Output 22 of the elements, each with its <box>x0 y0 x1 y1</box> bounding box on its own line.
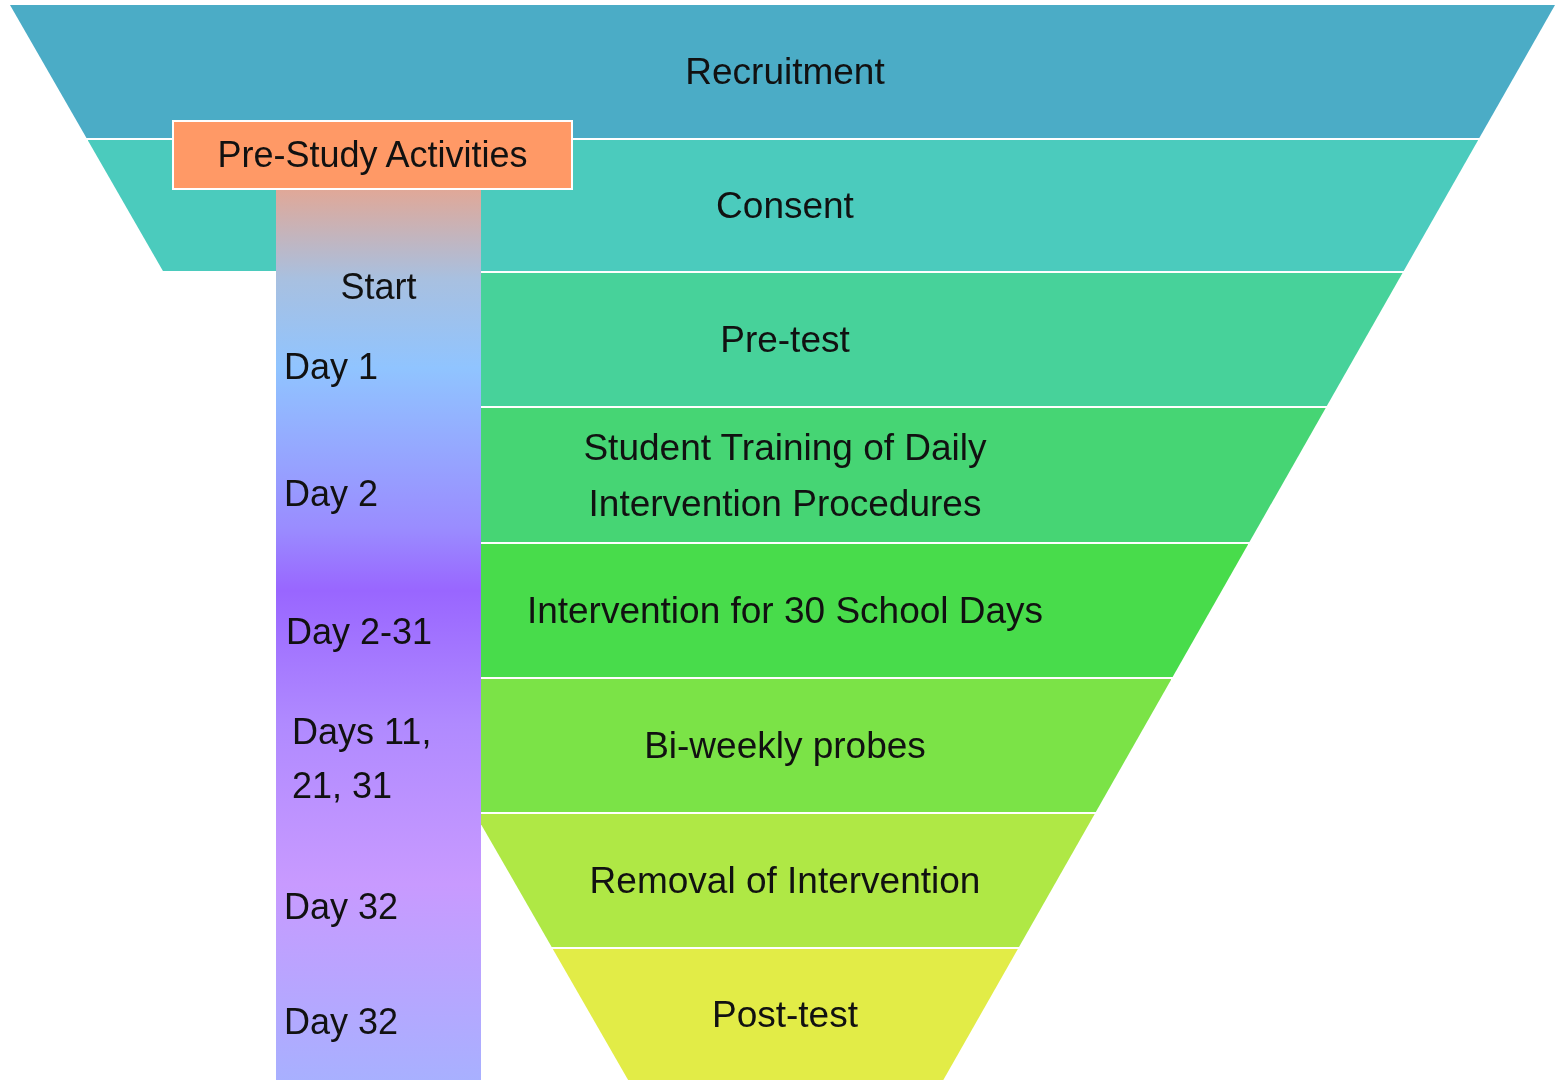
funnel-band <box>481 273 1403 406</box>
day-label: Start <box>339 265 418 309</box>
day-label: Days 11, 21, 31 <box>292 710 433 808</box>
day-label: Day 32 <box>284 885 399 929</box>
header-box: Pre-Study Activities <box>172 120 573 190</box>
stage-label: Student Training of Daily Intervention Procedures <box>582 425 988 525</box>
funnel-band <box>481 814 1095 947</box>
day-label: Day 32 <box>284 1000 399 1044</box>
stage-label: Intervention for 30 School Days <box>525 588 1045 633</box>
stage-label: Post-test <box>711 992 859 1037</box>
funnel-band <box>481 679 1172 812</box>
timeline-bar <box>276 190 481 1080</box>
stage-label: Consent <box>715 183 855 228</box>
funnel-band <box>481 544 1249 677</box>
stage-label: Recruitment <box>684 49 886 94</box>
day-label: Day 2-31 <box>286 610 433 654</box>
stage-label: Removal of Intervention <box>588 858 982 903</box>
day-label: Day 1 <box>284 345 379 389</box>
stage-label: Pre-test <box>719 317 851 362</box>
day-label: Day 2 <box>284 472 379 516</box>
funnel-band <box>481 408 1326 542</box>
stage-label: Bi-weekly probes <box>643 723 927 768</box>
